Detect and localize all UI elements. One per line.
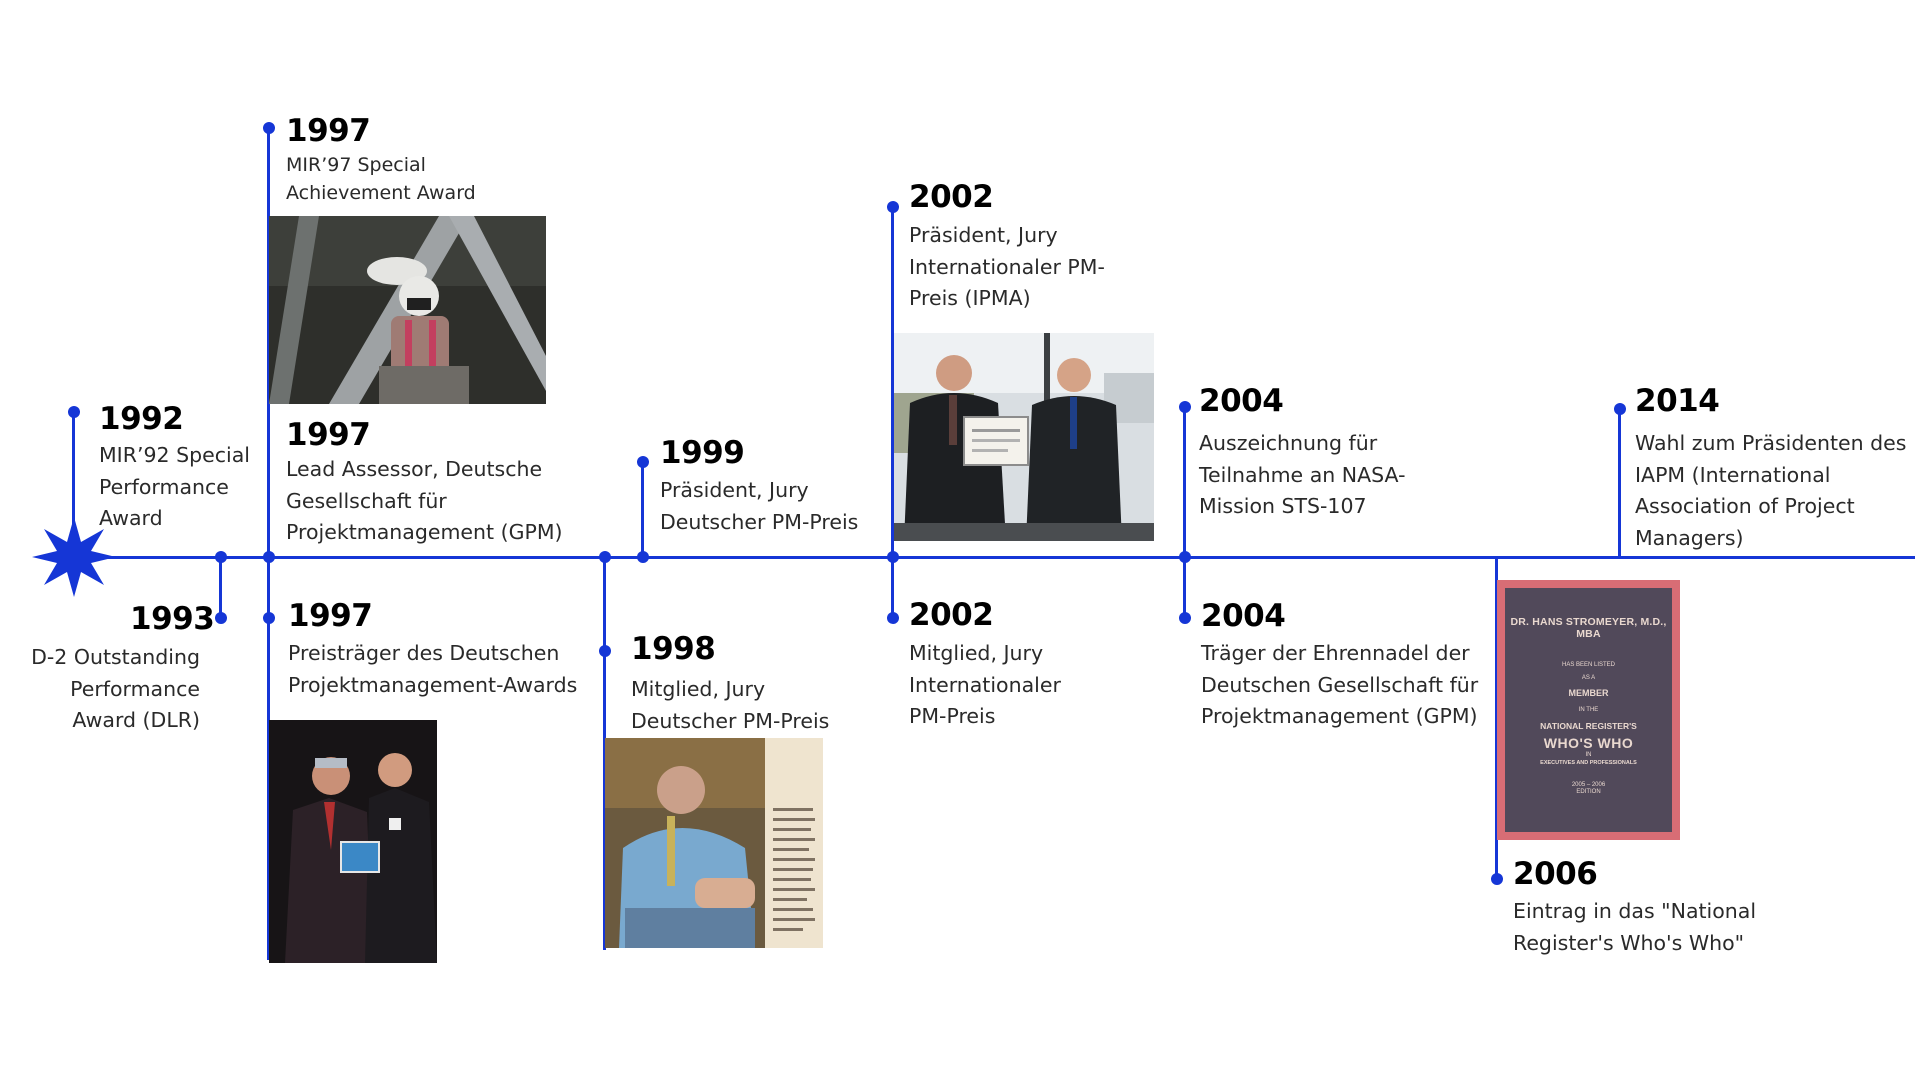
axis-dot-2002: [887, 551, 899, 563]
stem-1999: [641, 462, 644, 557]
stem-2004: [1183, 407, 1186, 617]
certificate-edition-years: 2005 – 2006: [1571, 782, 1606, 788]
event-text-2002-b: Mitglied, Jury Internationaler PM-Preis: [909, 641, 1061, 728]
year-label-1999: 1999: [660, 435, 745, 471]
event-text-1997-b: Lead Assessor, Deutsche Gesellschaft für…: [286, 457, 563, 544]
photo-1997-award: [269, 720, 437, 963]
event-text-2004-a: Auszeichnung für Teilnahme an NASA- Miss…: [1199, 431, 1406, 518]
marker-dot-1999[interactable]: [637, 456, 649, 468]
year-label-2006: 2006: [1513, 856, 1598, 892]
photo-1998-article: [605, 738, 823, 948]
photo-2006-certificate: DR. HANS STROMEYER, M.D., MBA HAS BEEN L…: [1497, 580, 1680, 840]
photo-1997-cockpit: [269, 216, 546, 404]
certificate-register: NATIONAL REGISTER'S: [1540, 721, 1637, 731]
certificate-whos-who: WHO'S WHO: [1543, 735, 1634, 751]
year-label-1998: 1998: [631, 631, 716, 667]
event-text-1993: D-2 Outstanding Performance Award (DLR): [31, 645, 200, 732]
axis-dot-2004: [1179, 551, 1191, 563]
event-text-2002-a: Präsident, Jury Internationaler PM- Prei…: [909, 223, 1105, 310]
star-icon: [32, 517, 116, 597]
timeline-axis: [40, 556, 1915, 559]
marker-dot-1997-bottom[interactable]: [263, 612, 275, 624]
marker-dot-2004-bottom[interactable]: [1179, 612, 1191, 624]
event-text-2006: Eintrag in das "National Register's Who'…: [1513, 899, 1757, 955]
year-label-1997-c: 1997: [288, 598, 373, 634]
stem-2002: [891, 207, 894, 620]
photo-2002-certificate: [894, 333, 1154, 541]
marker-dot-1997-top[interactable]: [263, 122, 275, 134]
certificate-line: EXECUTIVES AND PROFESSIONALS: [1540, 760, 1637, 766]
event-text-2014: Wahl zum Präsidenten des IAPM (Internati…: [1635, 431, 1907, 550]
marker-dot-2004-top[interactable]: [1179, 401, 1191, 413]
stem-1992: [72, 410, 75, 530]
certificate-line: AS A: [1581, 675, 1596, 681]
marker-dot-1998[interactable]: [599, 645, 611, 657]
year-label-2002-b: 2002: [909, 597, 994, 633]
stem-1993: [219, 557, 222, 618]
certificate-name: DR. HANS STROMEYER, M.D., MBA: [1510, 616, 1667, 640]
certificate-line: IN THE: [1578, 707, 1599, 713]
marker-dot-2002-bottom[interactable]: [887, 612, 899, 624]
event-text-1997-c: Preisträger des Deutschen Projektmanagem…: [288, 641, 578, 697]
year-label-2004-a: 2004: [1199, 383, 1284, 419]
marker-dot-1993[interactable]: [215, 612, 227, 624]
year-label-2002-a: 2002: [909, 179, 994, 215]
certificate-plaque: DR. HANS STROMEYER, M.D., MBA HAS BEEN L…: [1505, 588, 1672, 832]
year-label-2014: 2014: [1635, 383, 1720, 419]
certificate-edition: EDITION: [1576, 789, 1601, 795]
axis-dot-1999: [637, 551, 649, 563]
stem-2006: [1495, 557, 1498, 879]
certificate-line: HAS BEEN LISTED: [1561, 662, 1615, 668]
event-text-1997-a: MIR’97 Special Achievement Award: [286, 154, 476, 204]
event-text-1998: Mitglied, Jury Deutscher PM-Preis: [631, 677, 830, 733]
year-label-1997-b: 1997: [286, 417, 371, 453]
marker-dot-2006[interactable]: [1491, 873, 1503, 885]
axis-dot-1993: [215, 551, 227, 563]
marker-dot-2014[interactable]: [1614, 403, 1626, 415]
certificate-line: IN: [1585, 752, 1592, 758]
axis-dot-1998: [599, 551, 611, 563]
event-text-2004-b: Träger der Ehrennadel der Deutschen Gese…: [1201, 641, 1479, 728]
axis-dot-1997: [263, 551, 275, 563]
stem-1998: [603, 557, 606, 950]
marker-dot-1992[interactable]: [68, 406, 80, 418]
event-text-1999: Präsident, Jury Deutscher PM-Preis: [660, 478, 859, 534]
year-label-2004-b: 2004: [1201, 598, 1286, 634]
year-label-1993: 1993: [130, 601, 215, 637]
stem-2014: [1618, 409, 1621, 557]
year-label-1997-a: 1997: [286, 113, 371, 149]
certificate-member: MEMBER: [1568, 688, 1609, 698]
marker-dot-2002-top[interactable]: [887, 201, 899, 213]
event-text-1992: MIR’92 Special Performance Award: [99, 443, 250, 530]
year-label-1992: 1992: [99, 401, 184, 437]
stem-1997: [267, 128, 270, 960]
